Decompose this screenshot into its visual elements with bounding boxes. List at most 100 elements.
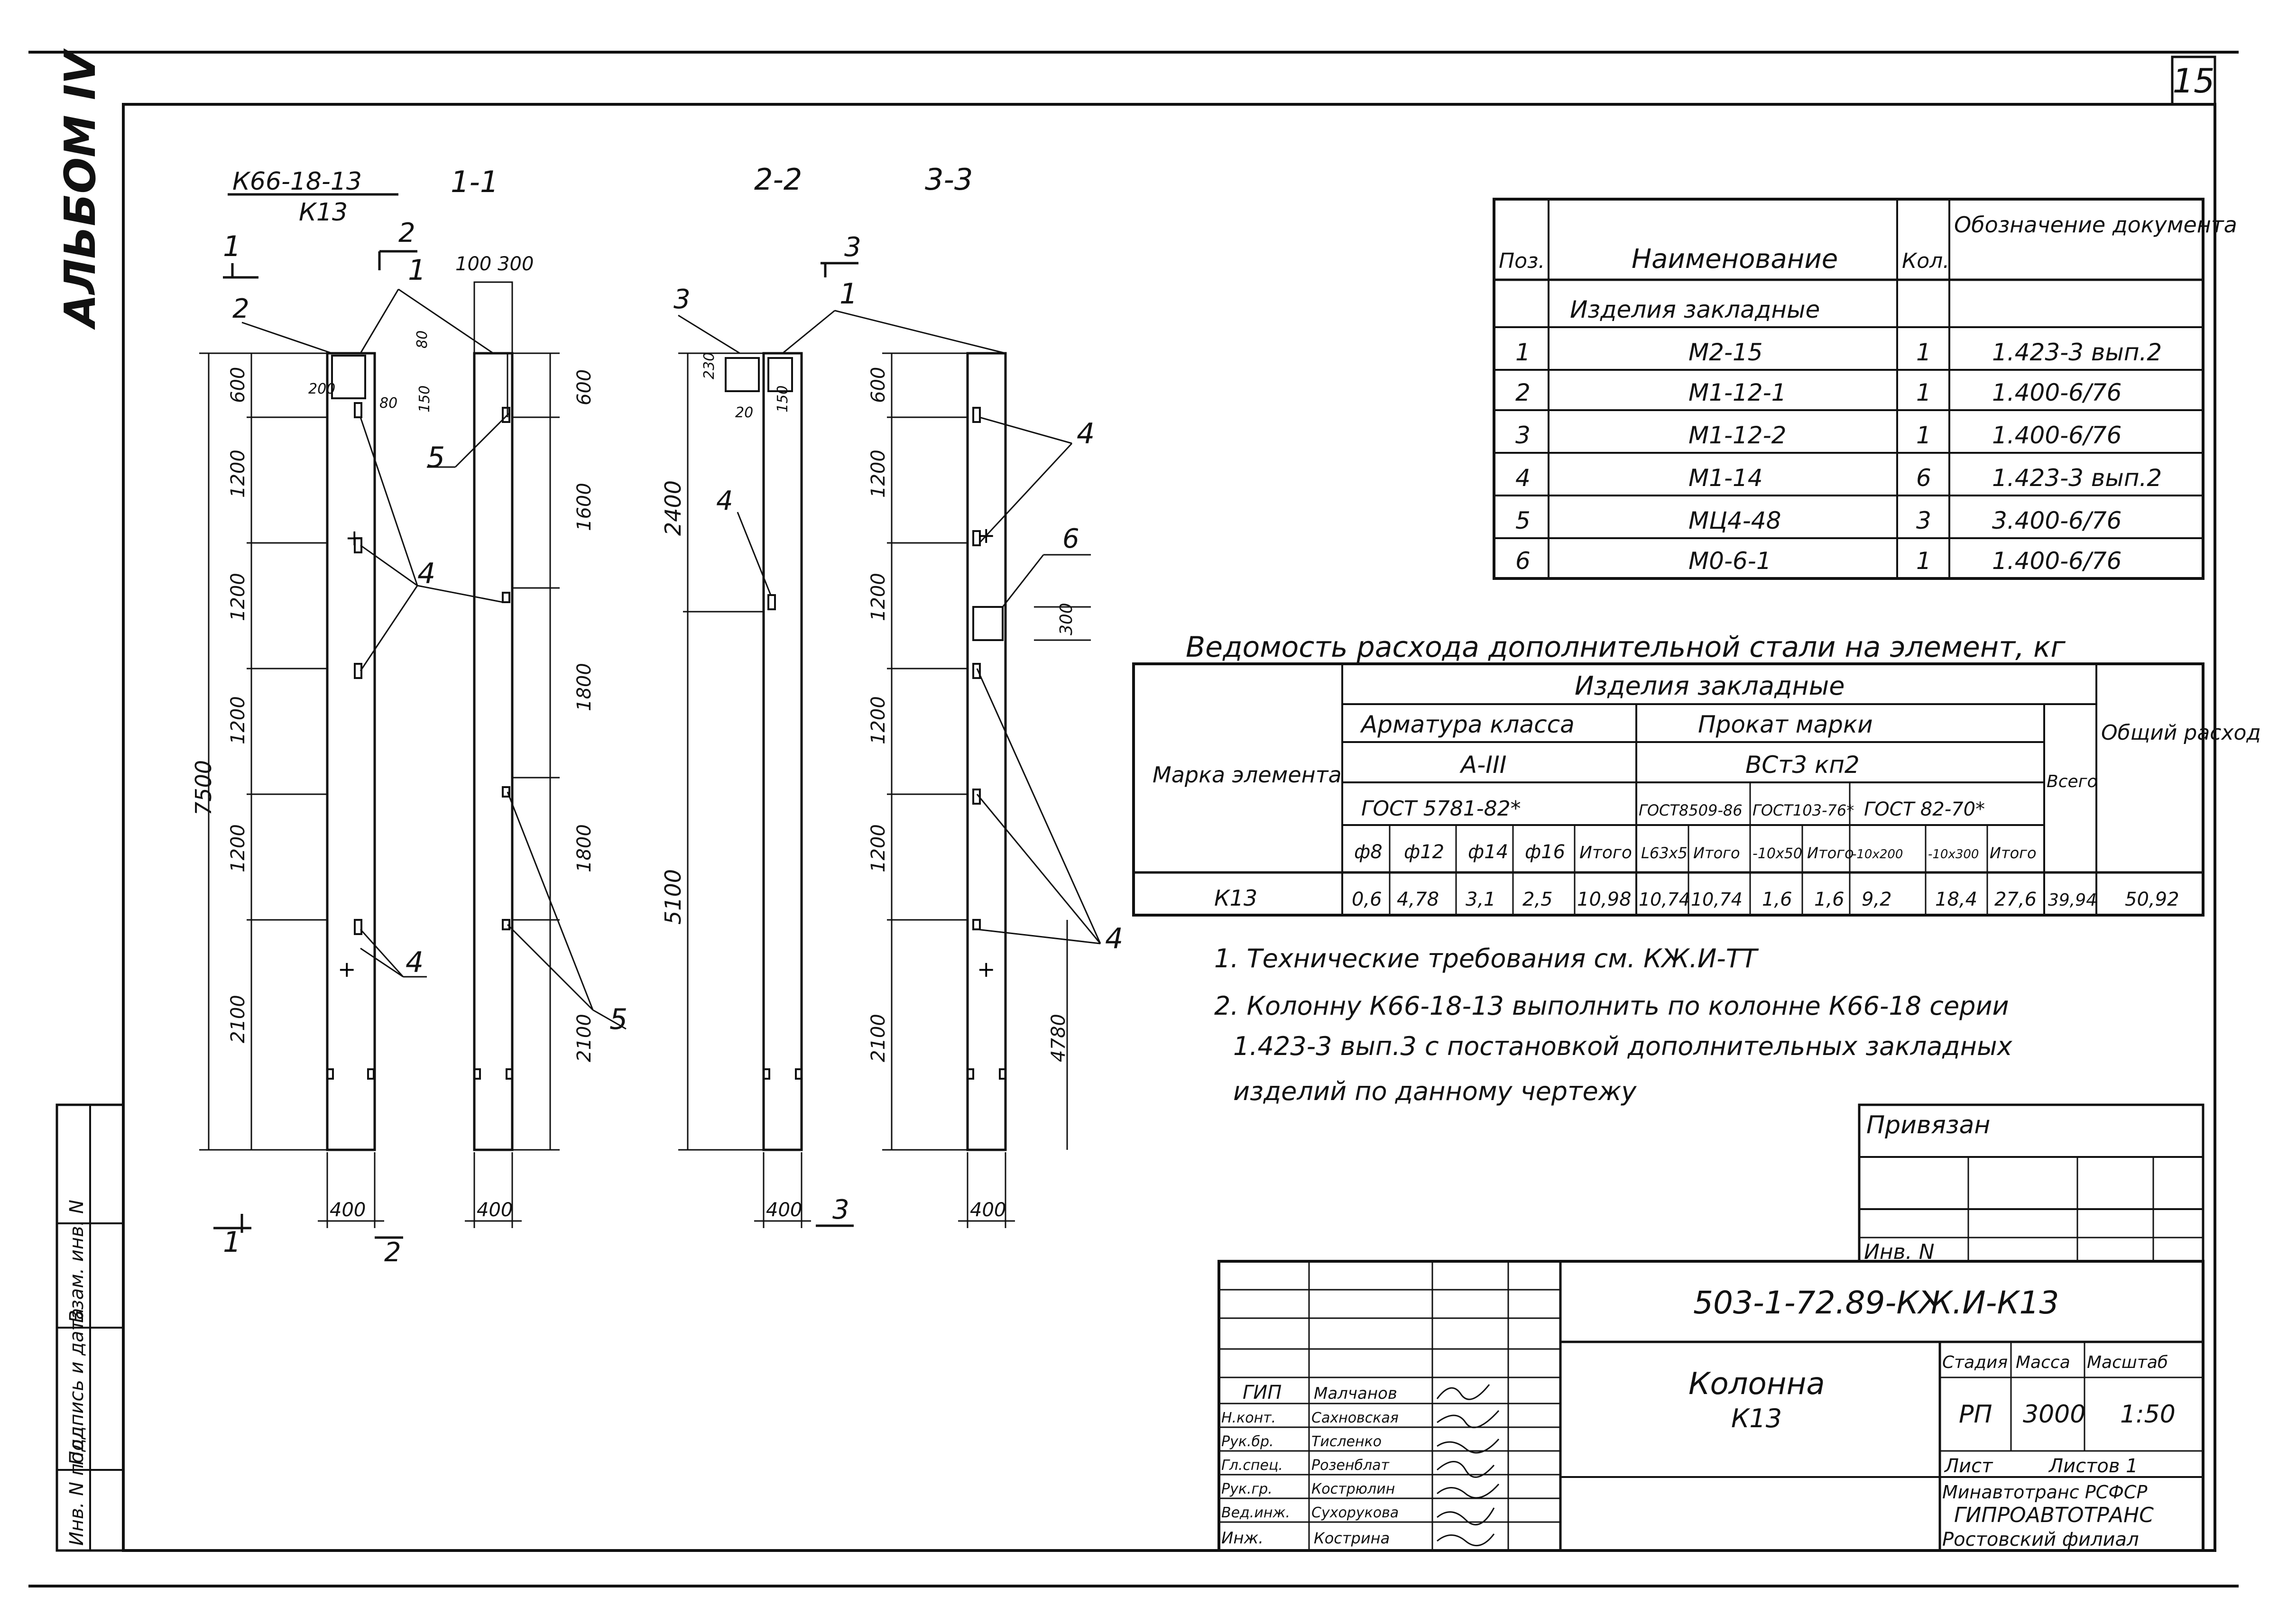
svg-text:39,94: 39,94 — [2048, 890, 2097, 910]
svg-text:ф12: ф12 — [1404, 841, 1444, 863]
side-stamp-sign-date: Подпись и дата — [66, 1308, 88, 1465]
stamp-org-1: Минавтотранс РСФСР — [1942, 1482, 2147, 1503]
small-dim-150: 150 — [416, 385, 433, 413]
notes: 1. Технические требования см. КЖ.И-ТТ 2.… — [1214, 944, 2013, 1106]
steel-table: Изделия закладные Арматура класса Прокат… — [1132, 662, 2261, 917]
stamp-mass: 3000 — [2023, 1400, 2085, 1429]
svg-text:ГИП: ГИП — [1243, 1382, 1282, 1404]
side-stamp: Инв. N подл. Подпись и дата Взам. инв. N — [55, 1103, 125, 1552]
side-stamp-replace-inv: Взам. инв. N — [66, 1200, 88, 1323]
svg-text:1: 1 — [1916, 422, 1931, 449]
svg-text:ф14: ф14 — [1468, 841, 1508, 863]
stamp-code: 503-1-72.89-КЖ.И-К13 — [1693, 1285, 2059, 1321]
svg-text:Розенблат: Розенблат — [1311, 1457, 1390, 1474]
dim-1200-d: 1200 — [227, 824, 249, 872]
svg-text:Кострина: Кострина — [1314, 1529, 1390, 1547]
svg-text:1: 1 — [1916, 379, 1931, 406]
stamp-stage: РП — [1959, 1400, 1992, 1429]
callout-4-c: 4 — [716, 486, 733, 516]
small-dim-200: 200 — [308, 381, 335, 397]
dim-1800-b: 1800 — [573, 824, 595, 872]
section-label-1-1: 1-1 — [451, 165, 498, 199]
binding-box: Привязан Инв. N — [1858, 1103, 2204, 1264]
svg-text:4: 4 — [1515, 464, 1531, 492]
svg-text:Инж.: Инж. — [1221, 1529, 1264, 1548]
dim-1200-b: 1200 — [227, 573, 249, 621]
svg-text:10,74: 10,74 — [1639, 889, 1690, 910]
steel-sub-headers: ф8 ф12 ф14 ф16 Итого L63x5 Итого -10x50 … — [1354, 841, 2037, 863]
svg-text:1.423-3 вып.2: 1.423-3 вып.2 — [1992, 464, 2162, 492]
svg-text:3.400-6/76: 3.400-6/76 — [1992, 507, 2121, 534]
steel-gost-b: ГОСТ103-76* — [1752, 801, 1854, 819]
small-dim-80: 80 — [379, 395, 397, 412]
svg-text:Кострюлин: Кострюлин — [1311, 1481, 1395, 1497]
column-mark: К66-18-13 — [232, 167, 362, 196]
page-number: 15 — [2172, 62, 2214, 101]
svg-text:Рук.бр.: Рук.бр. — [1221, 1433, 1274, 1450]
stamp-org-3: Ростовский филиал — [1942, 1529, 2139, 1551]
note-2-cont-a: 1.423-3 вып.3 с постановкой дополнительн… — [1233, 1031, 2013, 1061]
callout-5-b: 5 — [609, 1003, 627, 1036]
steel-armature: Арматура класса — [1360, 711, 1575, 738]
callout-6: 6 — [1062, 523, 1079, 554]
svg-text:10,98: 10,98 — [1577, 889, 1632, 910]
svg-text:ф8: ф8 — [1354, 841, 1383, 863]
stamp-roles: ГИП Малчанов Н.конт. Сахновская Рук.бр. … — [1221, 1382, 1399, 1548]
svg-text:Итого: Итого — [1807, 844, 1854, 862]
svg-text:6: 6 — [1916, 464, 1931, 492]
dim-5100: 5100 — [660, 869, 686, 925]
steel-total: Всего — [2047, 772, 2098, 791]
leader — [782, 310, 835, 354]
side-stamp-inv-orig: Инв. N подл. — [66, 1421, 88, 1546]
svg-text:1: 1 — [1916, 339, 1931, 366]
spec-header-pos: Поз. — [1499, 249, 1545, 273]
view-section-2-2: 2400 5100 4 3 230 20 150 400 3 3 — [660, 232, 861, 1228]
column-mark-sub: К13 — [299, 198, 348, 227]
dim-1200-c: 1200 — [227, 696, 249, 744]
section-mark-1-bottom: 1 — [223, 1226, 241, 1259]
dim-1200-a: 1200 — [227, 450, 249, 498]
spec-row: 1 М2-15 1 1.423-3 вып.2 — [1515, 339, 2162, 366]
callout-3: 3 — [673, 284, 691, 315]
section-label-2-2: 2-2 — [754, 162, 802, 197]
signature-scribbles — [1436, 1384, 1500, 1546]
callout-4-e: 4 — [1105, 922, 1123, 955]
svg-text:1.400-6/76: 1.400-6/76 — [1992, 379, 2121, 406]
steel-armature-gost: ГОСТ 5781-82* — [1361, 797, 1521, 821]
dim-1800-a: 1800 — [573, 663, 595, 711]
album-label: АЛЬБОМ IV — [55, 48, 105, 330]
note-2: 2. Колонну К66-18-13 выполнить по колонн… — [1214, 991, 2009, 1021]
steel-gost-c: ГОСТ 82-70* — [1864, 798, 1985, 820]
section-mark-3-top: 3 — [844, 232, 861, 263]
plus-mark: + — [345, 525, 364, 551]
svg-text:М0-6-1: М0-6-1 — [1688, 547, 1771, 575]
ticks-left — [247, 416, 327, 921]
svg-text:Малчанов: Малчанов — [1314, 1384, 1397, 1403]
binding-title: Привязан — [1866, 1111, 1990, 1139]
frame — [122, 103, 2216, 1552]
dim-300: 300 — [1057, 603, 1076, 635]
svg-text:Итого: Итого — [1693, 844, 1740, 862]
title-stamp: 503-1-72.89-КЖ.И-К13 Колонна К13 Стадия … — [1218, 1260, 2204, 1552]
dim-2400: 2400 — [660, 480, 686, 536]
dim-600-b: 600 — [573, 369, 595, 405]
svg-text:6: 6 — [1515, 547, 1531, 575]
dim-1200-g: 1200 — [867, 696, 889, 744]
plus-mark: + — [977, 956, 996, 982]
spec-row: 3 М1-12-2 1 1.400-6/76 — [1515, 422, 2121, 449]
callout-2: 2 — [232, 294, 249, 324]
spec-group-title: Изделия закладные — [1570, 296, 1820, 323]
stamp-sheet-label: Лист — [1944, 1455, 1993, 1477]
view-elevation-1: 7500 600 1200 1200 1200 1200 2100 + + 4 — [191, 218, 503, 1268]
steel-gost-a: ГОСТ8509-86 — [1639, 801, 1743, 819]
callout-1-b: 1 — [839, 277, 858, 311]
svg-text:Н.конт.: Н.конт. — [1221, 1410, 1276, 1426]
leader — [360, 289, 399, 354]
spec-header-name: Наименование — [1632, 244, 1838, 275]
svg-text:1: 1 — [1916, 547, 1931, 575]
section-mark-3-bottom: 3 — [832, 1194, 849, 1225]
svg-text:М1-14: М1-14 — [1688, 464, 1763, 492]
plus-mark: + — [338, 956, 356, 982]
steel-table-title: Ведомость расхода дополнительной стали н… — [1186, 631, 2066, 664]
callout-5-a: 5 — [427, 441, 445, 474]
